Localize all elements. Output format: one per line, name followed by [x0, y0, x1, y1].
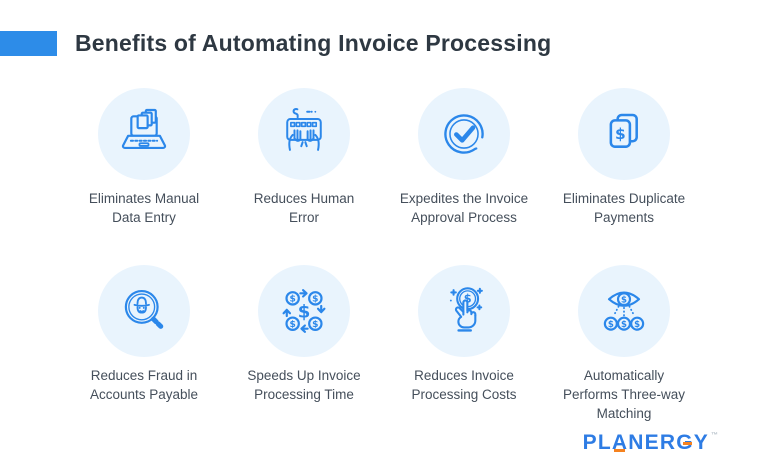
benefit-card: Speeds Up Invoice Processing Time: [224, 265, 384, 423]
planergy-logo: PLANERGY ™: [583, 431, 718, 455]
three-way-matching-eye-icon: [595, 282, 653, 340]
benefit-card: Eliminates Manual Data Entry: [64, 88, 224, 227]
benefits-row-1: Eliminates Manual Data Entry Reduces Hum…: [64, 88, 704, 227]
page-title: Benefits of Automating Invoice Processin…: [75, 30, 552, 56]
benefit-icon-circle: [418, 88, 510, 180]
benefit-card: Automatically Performs Three-way Matchin…: [544, 265, 704, 423]
trademark-symbol: ™: [711, 432, 718, 439]
benefit-icon-circle: [98, 88, 190, 180]
benefit-icon-circle: [98, 265, 190, 357]
benefit-card: Reduces Human Error: [224, 88, 384, 227]
fraud-magnifier-icon: [115, 282, 173, 340]
benefit-label: Automatically Performs Three-way Matchin…: [562, 368, 686, 421]
benefit-card: Reduces Fraud in Accounts Payable: [64, 265, 224, 423]
benefit-label: Speeds Up Invoice Processing Time: [247, 368, 361, 402]
benefits-row-2: Reduces Fraud in Accounts Payable Speeds…: [64, 265, 704, 423]
benefit-icon-circle: [578, 265, 670, 357]
benefit-icon-circle: [578, 88, 670, 180]
benefit-icon-circle: [258, 265, 350, 357]
duplicate-payments-icon: [595, 105, 653, 163]
benefit-card: Expedites the Invoice Approval Process: [384, 88, 544, 227]
benefit-label: Reduces Invoice Processing Costs: [411, 368, 517, 402]
benefit-label: Reduces Fraud in Accounts Payable: [89, 368, 199, 402]
approval-check-circle-icon: [435, 105, 493, 163]
benefit-label: Reduces Human Error: [253, 191, 355, 225]
planergy-logo-text: PLANERGY: [582, 431, 709, 454]
benefit-label: Expedites the Invoice Approval Process: [399, 191, 529, 225]
keyboard-hands-icon: [275, 105, 333, 163]
dollar-cycle-icon: [275, 282, 333, 340]
benefit-label: Eliminates Duplicate Payments: [562, 191, 686, 225]
benefit-card: Eliminates Duplicate Payments: [544, 88, 704, 227]
title-accent-bar: [0, 31, 57, 56]
laptop-documents-icon: [115, 105, 173, 163]
benefit-label: Eliminates Manual Data Entry: [88, 191, 200, 225]
benefit-icon-circle: [418, 265, 510, 357]
header: Benefits of Automating Invoice Processin…: [0, 30, 551, 57]
benefit-card: Reduces Invoice Processing Costs: [384, 265, 544, 423]
benefit-icon-circle: [258, 88, 350, 180]
click-cost-coin-icon: [435, 282, 493, 340]
